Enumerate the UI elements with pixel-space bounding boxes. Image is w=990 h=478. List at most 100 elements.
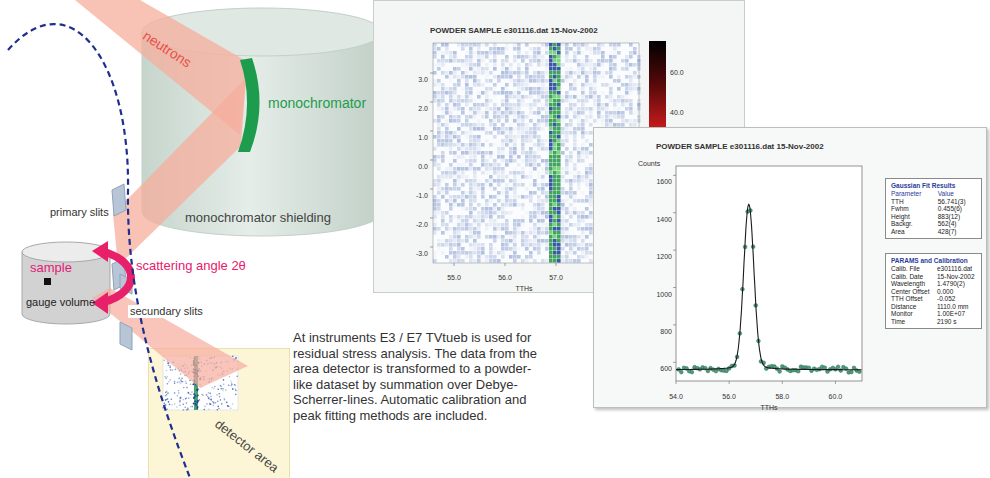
heatmap-cell [465,63,469,67]
heatmap-cell [589,71,593,75]
heatmap-cell [501,139,505,143]
heatmap-cell [521,207,525,211]
heatmap-cell [501,155,505,159]
heatmap-cell [581,147,585,151]
detector-hit [197,390,199,392]
heatmap-cell [477,79,481,83]
heatmap-cell [561,111,565,115]
heatmap-cell [545,75,549,79]
heatmap-cell [561,243,565,247]
detector-hit [215,402,217,404]
heatmap-cell [525,243,529,247]
heatmap-cell [441,111,445,115]
heatmap-cell [529,159,533,163]
heatmap-cell [577,107,581,111]
heatmap-cell [569,243,573,247]
heatmap-cell [437,87,441,91]
heatmap-cell [517,83,521,87]
detector-hit [188,397,190,399]
heatmap-cell [549,83,553,87]
heatmap-cell [461,219,465,223]
heatmap-cell [521,147,525,151]
heatmap-cell [461,95,465,99]
heatmap-cell [433,55,437,59]
heatmap-cell [553,175,557,179]
heatmap-cell [437,167,441,171]
heatmap-cell [513,191,517,195]
detector-hit [179,405,181,407]
heatmap-cell [541,223,545,227]
heatmap-cell [457,127,461,131]
heatmap-cell [541,167,545,171]
heatmap-cell [509,231,513,235]
heatmap-cell [573,135,577,139]
heatmap-cell [489,223,493,227]
heatmap-cell [585,63,589,67]
detector-hit [187,408,189,410]
heatmap-cell [541,55,545,59]
heatmap-cell [585,155,589,159]
heatmap-cell [453,167,457,171]
heatmap-cell [565,111,569,115]
heatmap-cell [441,215,445,219]
heatmap-cell [445,87,449,91]
heatmap-cell [513,183,517,187]
heatmap-cell [553,71,557,75]
heatmap-cell [497,175,501,179]
heatmap-cell [437,115,441,119]
heatmap-cell [545,107,549,111]
heatmap-cell [565,211,569,215]
heatmap-cell [509,135,513,139]
heatmap-cell [573,191,577,195]
heatmap-cell [445,51,449,55]
heatmap-cell [569,75,573,79]
heatmap-cell [565,79,569,83]
heatmap-cell [545,99,549,103]
heatmap-cell [557,227,561,231]
heatmap-cell [457,259,461,263]
heatmap-cell [537,219,541,223]
heatmap-cell [537,175,541,179]
heatmap-cell [557,71,561,75]
detector-hit [170,369,172,371]
heatmap-cell [485,259,489,263]
heatmap-cell [469,123,473,127]
heatmap-cell [437,143,441,147]
heatmap-cell [493,55,497,59]
heatmap-cell [581,155,585,159]
heatmap-cell [577,183,581,187]
heatmap-cell [541,199,545,203]
heatmap-cell [465,159,469,163]
heatmap-cell [525,175,529,179]
heatmap-cell [509,195,513,199]
heatmap-cell [589,95,593,99]
heatmap-cell [565,239,569,243]
heatmap-cell [569,191,573,195]
heatmap-cell [549,99,553,103]
heatmap-cell [505,59,509,63]
heatmap-cell [509,187,513,191]
heatmap-cell [469,167,473,171]
heatmap-cell [513,83,517,87]
heatmap-cell [501,91,505,95]
heatmap-cell [465,251,469,255]
detector-hit [196,407,198,409]
heatmap-cell [517,231,521,235]
heatmap-cell [581,255,585,259]
heatmap-cell [573,55,577,59]
detector-hit [217,388,219,390]
heatmap-cell [517,127,521,131]
heatmap-cell [509,111,513,115]
heatmap-cell [437,127,441,131]
heatmap-cell [457,223,461,227]
heatmap-cell [577,95,581,99]
heatmap-cell [549,119,553,123]
heatmap-cell [453,99,457,103]
heatmap-cell [585,171,589,175]
heatmap-cell [565,67,569,71]
heatmap-cell [573,59,577,63]
heatmap-cell [449,247,453,251]
heatmap-cell [549,43,553,47]
heatmap-cell [525,55,529,59]
heatmap-cell [577,199,581,203]
